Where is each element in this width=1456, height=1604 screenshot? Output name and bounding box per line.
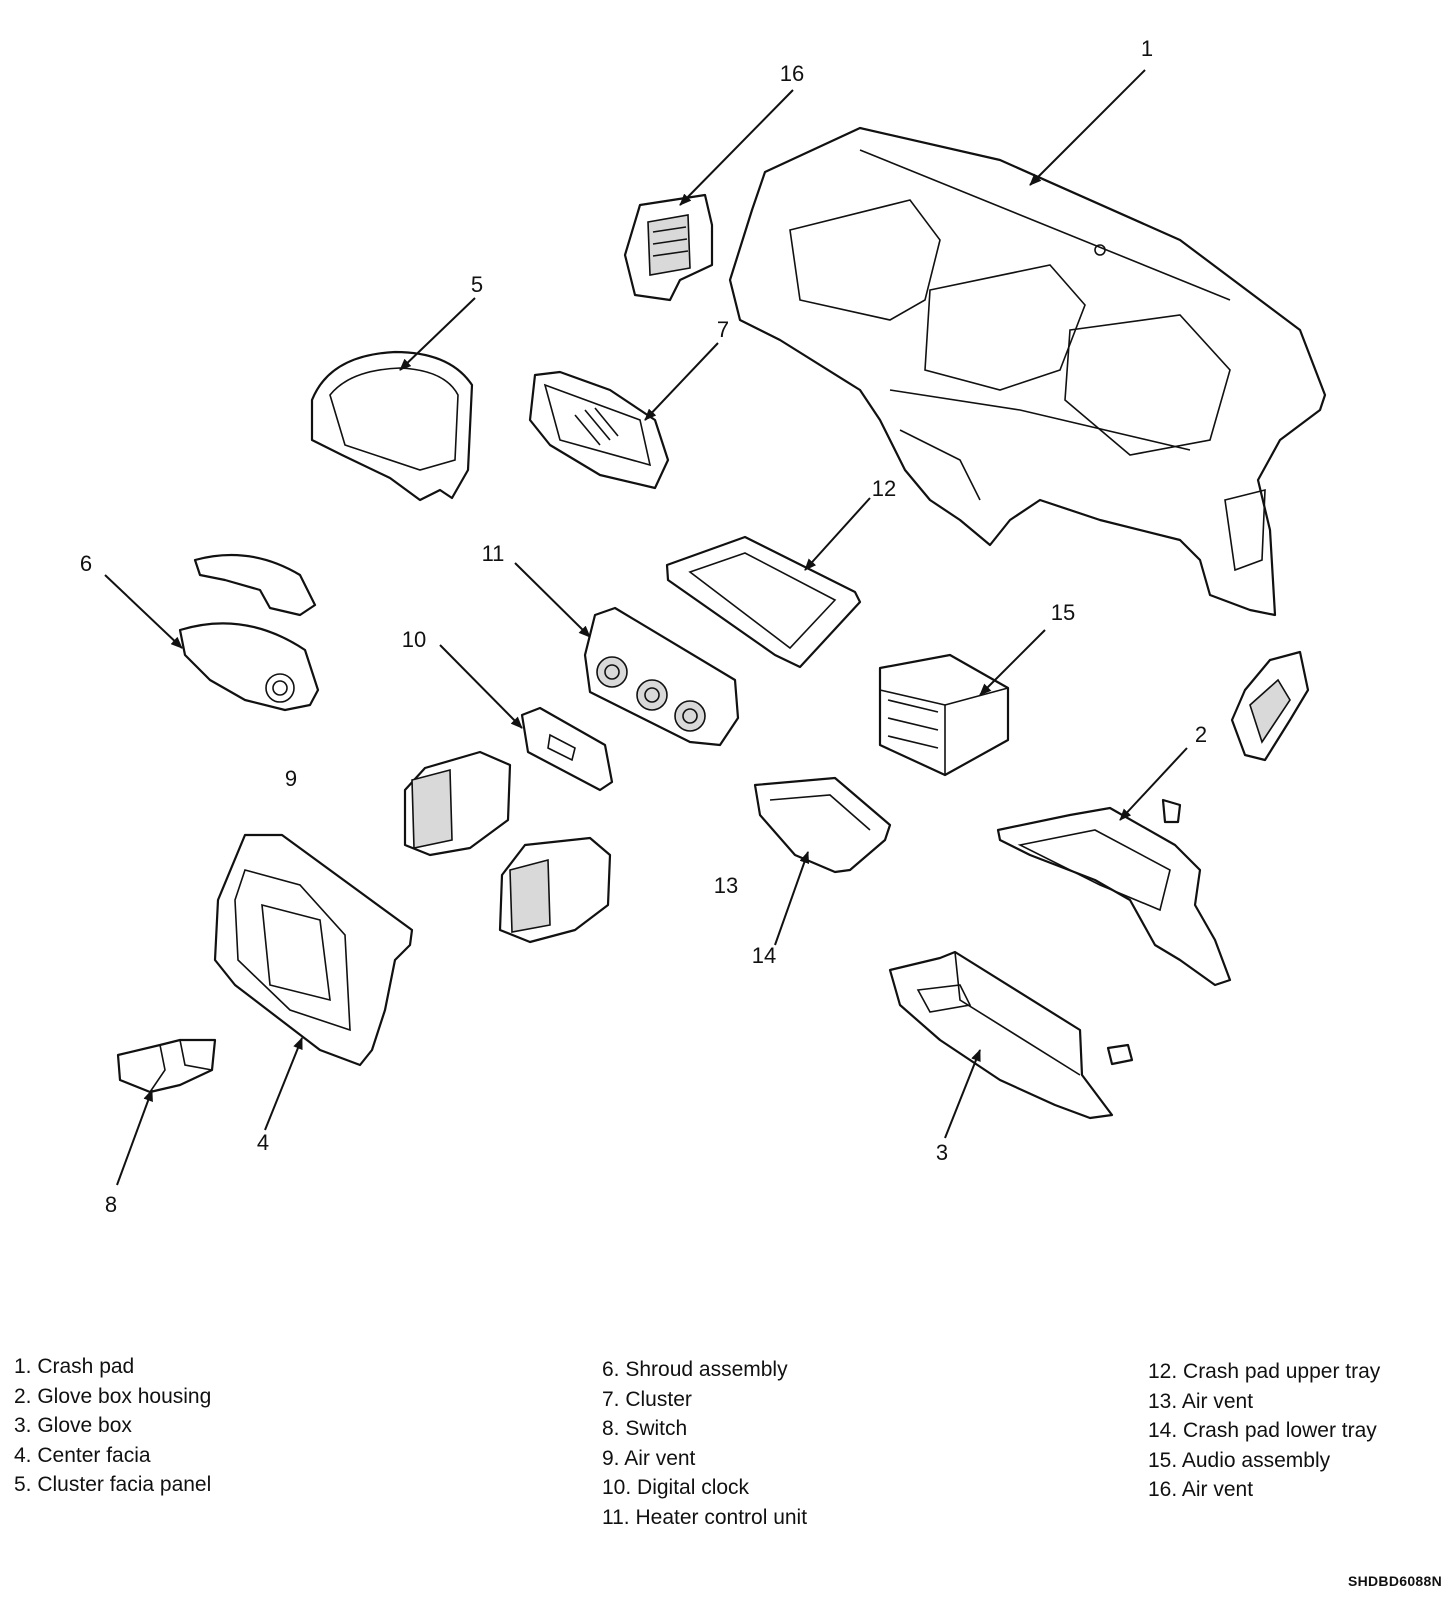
center-facia: [213, 833, 414, 1067]
callout-13: 13: [714, 873, 738, 898]
legend-item: 13. Air vent: [1148, 1389, 1254, 1413]
legend-item: 16. Air vent: [1148, 1478, 1254, 1501]
air-vent-right: [1230, 650, 1310, 762]
callout-7: 7: [717, 317, 729, 342]
legend-column-1: 1. Crash pad 2. Glove box housing 3. Glo…: [14, 1352, 211, 1500]
callout-15: 15: [1051, 600, 1075, 625]
digital-clock: [520, 706, 614, 792]
crash-pad: [728, 126, 1327, 617]
drawing-code: SHDBD6088N: [1347, 1573, 1442, 1589]
glove-box: [888, 950, 1134, 1120]
legend-item: 10. Digital clock: [602, 1476, 750, 1499]
callout-14: 14: [752, 943, 776, 968]
legend-item: 11. Heater control unit: [602, 1505, 808, 1529]
glove-box-housing: [996, 806, 1232, 987]
callout-16: 16: [780, 61, 804, 86]
legend-column-2: 6. Shroud assembly 7. Cluster 8. Switch …: [602, 1355, 807, 1532]
legend-item: 14. Crash pad lower tray: [1148, 1419, 1377, 1442]
legend-item: 4. Center facia: [14, 1443, 151, 1467]
audio-assembly: [878, 653, 1010, 777]
air-vent-9: [403, 750, 512, 857]
callout-2: 2: [1195, 722, 1207, 747]
air-vent-16: [623, 193, 714, 302]
crash-pad-lower-tray: [753, 776, 892, 874]
crash-pad-upper-tray: [665, 535, 862, 669]
callout-11: 11: [482, 541, 505, 566]
legend-item: 8. Switch: [602, 1417, 688, 1440]
callout-6: 6: [80, 551, 92, 576]
callout-12: 12: [872, 476, 896, 501]
callout-9: 9: [285, 766, 297, 791]
legend-item: 6. Shroud assembly: [602, 1358, 788, 1381]
clip: [1161, 798, 1182, 824]
legend-item: 3. Glove box: [14, 1414, 132, 1437]
callout-4: 4: [257, 1130, 269, 1155]
callout-3: 3: [936, 1140, 948, 1165]
legend-item: 1. Crash pad: [14, 1355, 135, 1378]
cluster-facia-panel: [310, 350, 474, 502]
callout-10: 10: [402, 627, 426, 652]
legend-item: 9. Air vent: [602, 1446, 696, 1470]
switch: [116, 1038, 217, 1094]
callout-5: 5: [471, 272, 483, 297]
legend-item: 15. Audio assembly: [1148, 1448, 1331, 1472]
leader-lines: [104, 69, 1188, 1186]
shroud-assembly: [178, 553, 320, 712]
exploded-parts-diagram: 1 16 5 7 12 6 11 15 10 2 9 13 14 4 3 8: [80, 36, 1327, 1217]
legend-item: 2. Glove box housing: [14, 1384, 212, 1408]
cluster: [528, 370, 670, 490]
callout-1: 1: [1141, 36, 1153, 61]
heater-control-unit: [583, 606, 740, 747]
legend-column-3: 12. Crash pad upper tray 13. Air vent 14…: [1148, 1357, 1380, 1505]
legend-item: 7. Cluster: [602, 1387, 692, 1411]
callout-numbers: 1 16 5 7 12 6 11 15 10 2 9 13 14 4 3 8: [80, 36, 1207, 1217]
legend-item: 5. Cluster facia panel: [14, 1473, 212, 1496]
air-vent-13: [498, 836, 612, 944]
legend-item: 12. Crash pad upper tray: [1148, 1360, 1381, 1383]
callout-8: 8: [105, 1192, 117, 1217]
